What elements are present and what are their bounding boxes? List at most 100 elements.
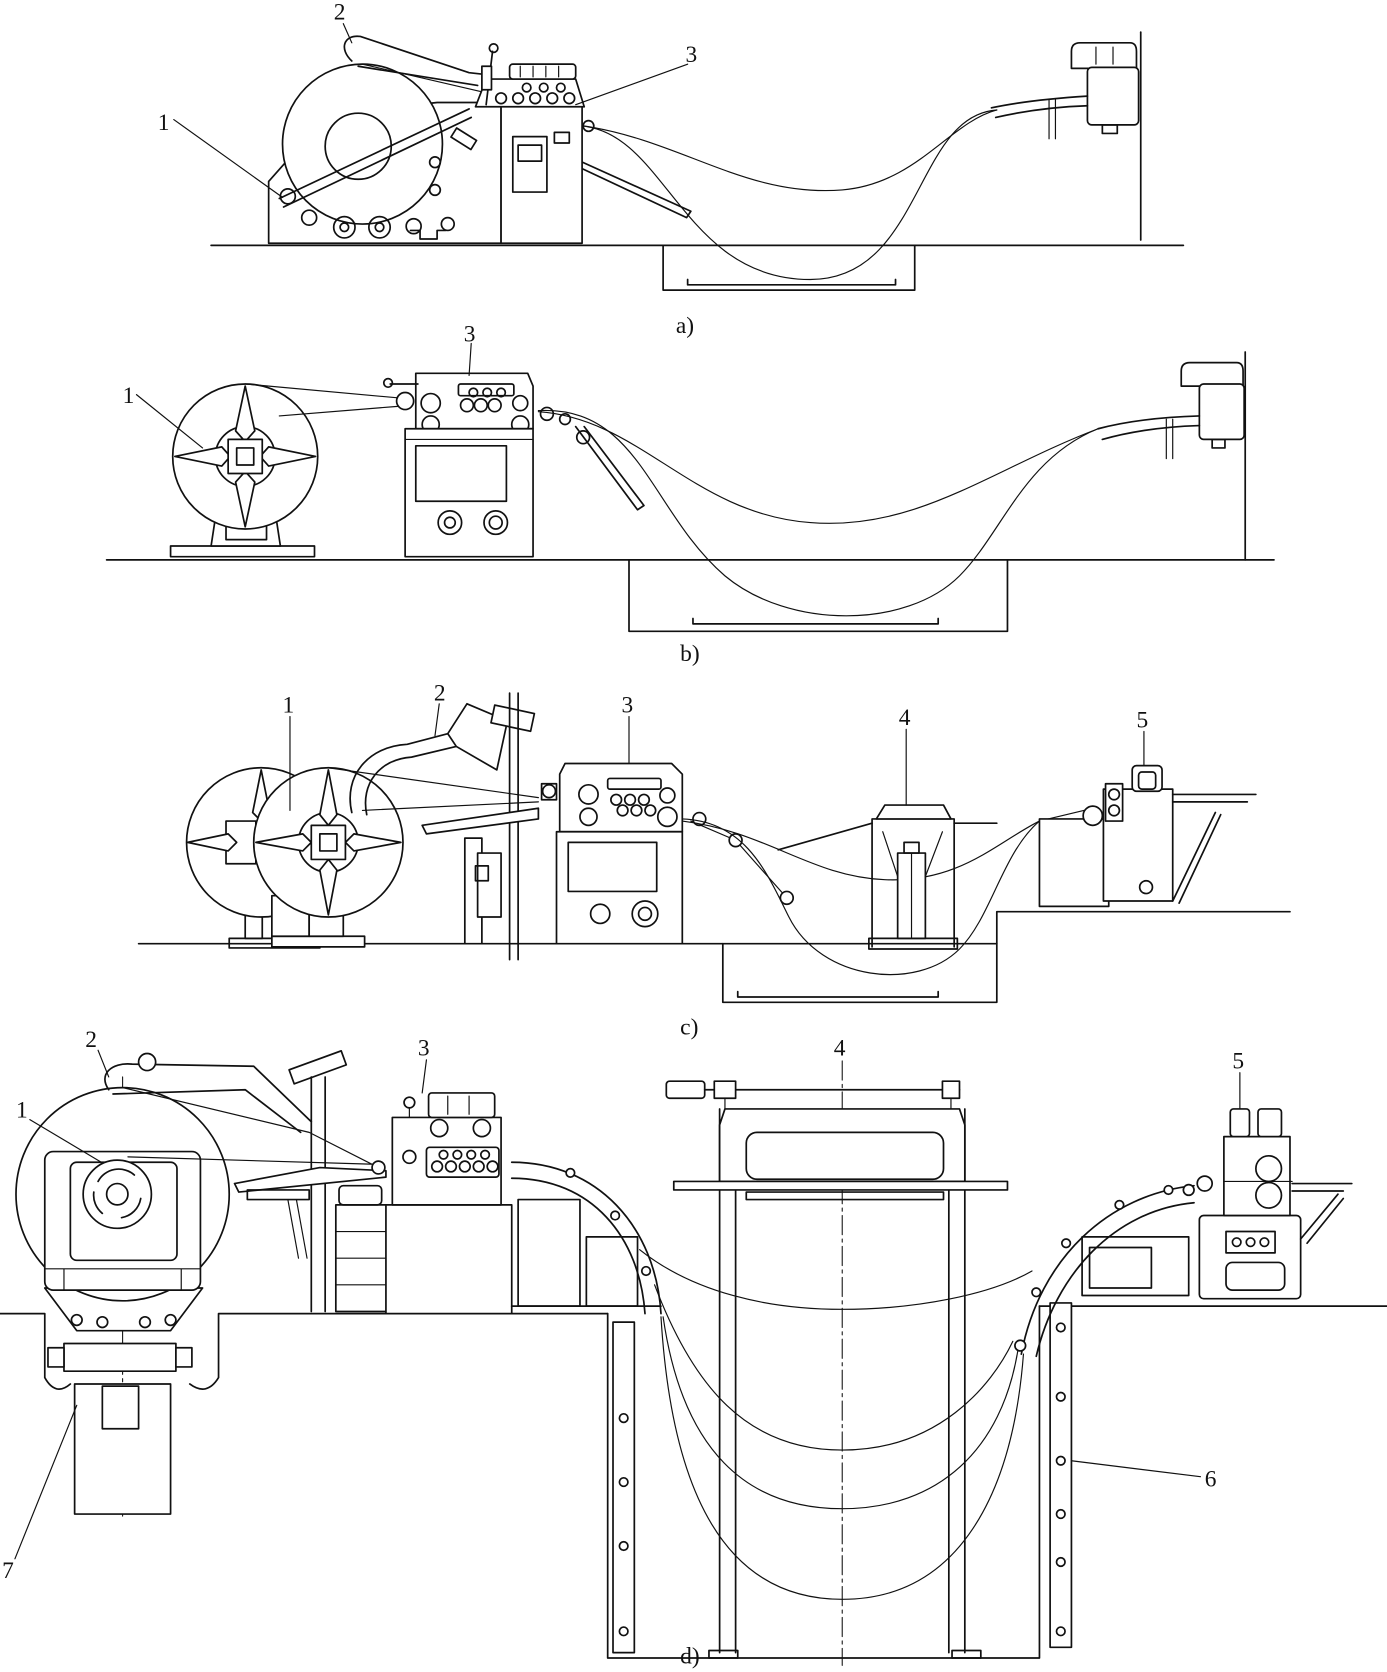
guide-outer	[510, 1161, 662, 1315]
frame-sensor-bar	[745, 1191, 945, 1201]
panel-button	[1245, 1237, 1256, 1248]
rail-roller	[1055, 1455, 1066, 1466]
rail-roller	[1055, 1556, 1066, 1568]
entry-roller	[371, 1160, 386, 1175]
roller	[430, 1160, 444, 1173]
guide-roller	[610, 1210, 621, 1221]
callout-2: 2	[334, 0, 346, 25]
mandrel-hub-inner	[235, 447, 255, 466]
rail	[1049, 1302, 1073, 1649]
guide-inner	[1035, 1201, 1195, 1358]
guide-post	[1048, 98, 1057, 140]
callout-3: 3	[464, 321, 476, 347]
straightener-body	[385, 1204, 513, 1315]
table-hinge	[287, 1198, 308, 1259]
control-window	[511, 135, 548, 193]
frame-table	[672, 1180, 1009, 1191]
pinch-sections	[335, 1230, 390, 1286]
ground-line-mid	[188, 1312, 609, 1390]
pit-base-plate	[692, 617, 940, 625]
strip-from-coil	[122, 1087, 380, 1169]
pit-base-plate	[736, 990, 940, 998]
pit-rail-left	[612, 1321, 636, 1654]
uncoiler-straightener-unit	[267, 35, 595, 245]
guide-roller	[1163, 1184, 1174, 1196]
rail-roller	[1055, 1626, 1066, 1637]
feeder-base	[1198, 1214, 1302, 1300]
press-head-ribs	[1095, 46, 1114, 65]
straightener-feeder	[371, 1092, 513, 1315]
loop-support-stand	[777, 804, 998, 950]
pinch-head	[338, 1184, 383, 1206]
callout-3: 3	[686, 42, 698, 68]
callout-1: 1	[16, 1097, 28, 1123]
arm-body	[349, 732, 458, 816]
roller	[473, 398, 489, 413]
rod-supports	[724, 1097, 952, 1110]
callout-leader	[29, 1118, 102, 1163]
roller	[402, 1149, 417, 1165]
roller	[623, 793, 637, 806]
roller	[656, 806, 678, 828]
uncoiler-with-car	[15, 1086, 231, 1515]
roller	[300, 209, 318, 226]
guide-upper	[990, 95, 1089, 109]
callout-4: 4	[899, 705, 911, 731]
roller	[521, 82, 532, 93]
roller	[452, 1149, 463, 1160]
mandrel-segments	[92, 1168, 142, 1219]
roller	[472, 1118, 492, 1138]
roller	[610, 793, 623, 806]
panel-caption: c)	[680, 1014, 698, 1040]
roll-cap	[1229, 1108, 1251, 1138]
guide-support	[585, 1236, 639, 1308]
control-panel	[1225, 1230, 1276, 1254]
uncoiler	[169, 383, 319, 558]
frame-legs	[718, 1108, 966, 1654]
head-adjusters	[606, 777, 662, 790]
guide-roller	[640, 1265, 652, 1277]
feeder-unit	[1038, 764, 1257, 908]
lever-knob	[382, 377, 394, 389]
pinch-stand	[463, 837, 502, 945]
rail-roller	[618, 1476, 629, 1488]
feed-roll	[1255, 1181, 1283, 1209]
frame-hood	[745, 1131, 945, 1181]
knob	[1138, 879, 1154, 895]
callout-2: 2	[434, 681, 446, 707]
stand-clamp	[474, 864, 490, 882]
threading-table	[233, 1166, 387, 1193]
guide-arm	[574, 425, 645, 511]
roller	[538, 82, 549, 93]
arm-cylinder	[490, 704, 536, 733]
threading-arm	[349, 702, 536, 816]
entry-roller	[541, 783, 557, 799]
adjust-knob	[403, 1096, 416, 1109]
roller	[546, 92, 559, 105]
loop-pit	[628, 559, 1009, 633]
roller	[459, 398, 475, 413]
exit-roller	[575, 430, 591, 445]
callout-leader	[173, 118, 284, 198]
panel-caption: a)	[676, 313, 694, 339]
car-axle-end	[47, 1346, 65, 1368]
mandrel-hub	[227, 438, 264, 475]
car-lower-body	[73, 1383, 172, 1515]
press-feed-head	[1070, 41, 1140, 135]
loop-pit	[606, 1305, 1041, 1659]
stand-box	[476, 852, 502, 918]
roller	[1107, 804, 1121, 817]
uncoiler-side-plates	[44, 1268, 202, 1291]
callout-6: 6	[1205, 1466, 1217, 1492]
roller-core	[339, 222, 350, 233]
stand-column-cap	[903, 841, 920, 854]
guide-inner	[510, 1177, 646, 1315]
roller	[444, 1160, 458, 1173]
guide-roller	[1031, 1287, 1042, 1298]
panel-a: 1 2 3 a)	[158, 0, 1185, 339]
roller-frame	[425, 1146, 500, 1179]
panel-b: 1 3 b)	[105, 321, 1275, 667]
callout-7: 7	[2, 1558, 14, 1584]
roller	[616, 804, 629, 817]
strip-upper-loop	[681, 820, 1041, 881]
